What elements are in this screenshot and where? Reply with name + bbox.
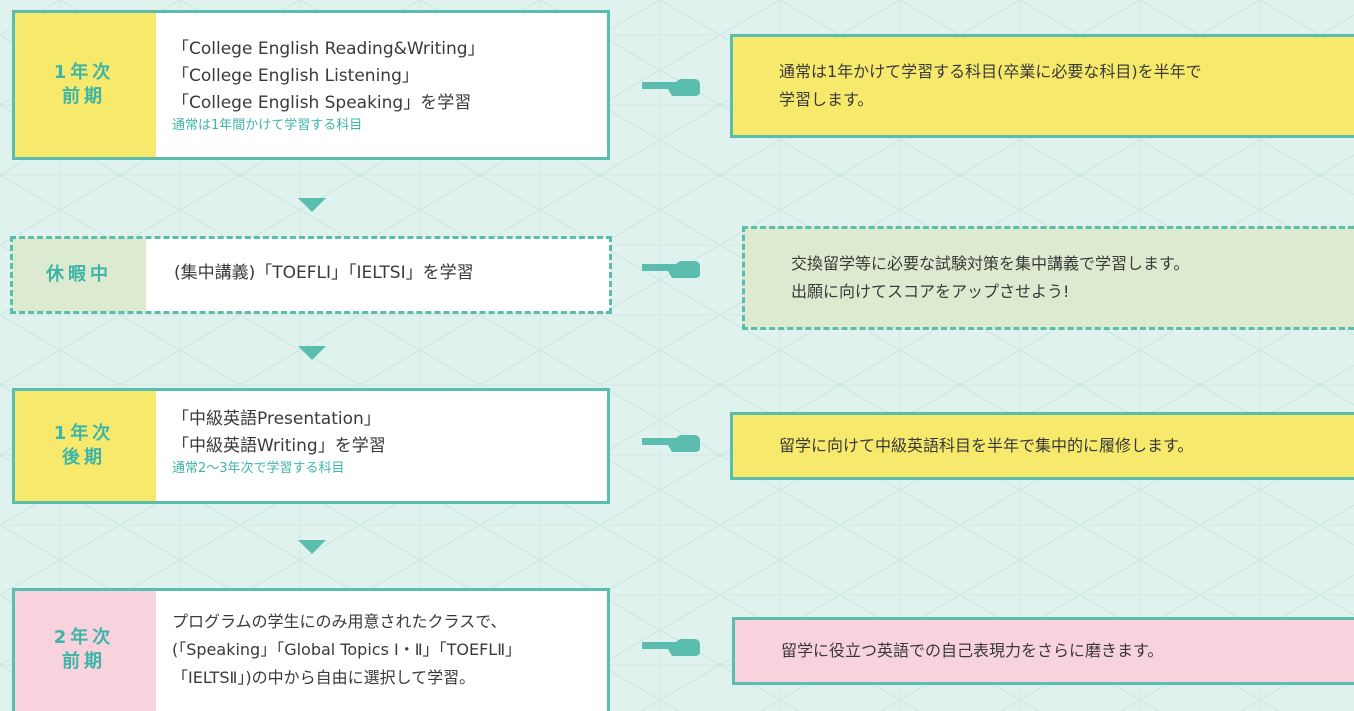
stage-1-line-1: 「College English Reading&Writing」: [172, 39, 485, 59]
stage-1-term: 前期: [62, 86, 106, 107]
stage-3-result: 留学に向けて中級英語科目を半年で集中的に履修します。: [730, 412, 1354, 480]
stage-3-line-1: 「中級英語Presentation」: [172, 409, 381, 429]
stage-1-result-line-1: 通常は1年かけて学習する科目(卒業に必要な科目)を半年で: [779, 62, 1202, 81]
stage-4-result-line-1: 留学に役立つ英語での自己表現力をさらに磨きます。: [781, 641, 1164, 660]
stage-4-label: 2年次 前期: [12, 588, 156, 711]
stage-1-result: 通常は1年かけて学習する科目(卒業に必要な科目)を半年で 学習します。: [730, 34, 1354, 138]
stage-3-note: 通常2〜3年次で学習する科目: [172, 461, 345, 476]
stage-2-detail: (集中講義)「TOEFLI」「IELTSI」を学習: [146, 238, 610, 312]
stage-3-label: 1年次 後期: [12, 388, 156, 504]
stage-4-term: 前期: [62, 650, 106, 672]
down-triangle-icon: [298, 346, 326, 360]
stage-1-label: 1年次 前期: [12, 10, 156, 160]
stage-3-detail: 「中級英語Presentation」 「中級英語Writing」を学習 通常2〜…: [156, 388, 610, 504]
stage-2-label: 休暇中: [12, 238, 146, 312]
stage-2-period: 休暇中: [46, 264, 112, 285]
stage-4-frame: [12, 588, 610, 711]
stage-4-detail: プログラムの学生にのみ用意されたクラスで、 (「Speaking」「Global…: [156, 588, 610, 711]
stage-2-line-1: (集中講義)「TOEFLI」「IELTSI」を学習: [174, 263, 474, 283]
stage-4-year: 2年次: [53, 626, 115, 648]
stage-1-year: 1年次: [53, 62, 115, 83]
stage-2-result-line-1: 交換留学等に必要な試験対策を集中講義で学習します。: [791, 254, 1190, 273]
stage-3-result-line-1: 留学に向けて中級英語科目を半年で集中的に履修します。: [779, 436, 1194, 455]
stage-2-frame: [10, 236, 612, 314]
stage-4-result: 留学に役立つ英語での自己表現力をさらに磨きます。: [732, 617, 1354, 685]
stage-1-detail: 「College English Reading&Writing」 「Colle…: [156, 10, 610, 160]
stage-4-line-1: プログラムの学生にのみ用意されたクラスで、: [172, 612, 507, 631]
down-triangle-icon: [298, 540, 326, 554]
stage-1-line-2: 「College English Listening」: [172, 66, 419, 86]
stage-2-result: 交換留学等に必要な試験対策を集中講義で学習します。 出願に向けてスコアをアップさ…: [742, 226, 1354, 330]
stage-3-year: 1年次: [53, 423, 115, 444]
pointing-hand-icon: [642, 639, 700, 656]
pointing-hand-icon: [642, 435, 700, 452]
stage-1-line-3: 「College English Speaking」を学習: [172, 93, 472, 113]
stage-3-frame: [12, 388, 610, 504]
pointing-hand-icon: [642, 261, 700, 278]
stage-4-line-3: 「IELTSⅡ」)の中から自由に選択して学習。: [172, 668, 476, 687]
stage-4-line-2: (「Speaking」「Global Topics I・Ⅱ」「TOEFLⅡ」: [172, 640, 522, 659]
stage-1-note: 通常は1年間かけて学習する科目: [172, 118, 363, 133]
stage-3-term: 後期: [62, 447, 106, 468]
stage-1-frame: [12, 10, 610, 160]
stage-2-result-line-2: 出願に向けてスコアをアップさせよう!: [791, 282, 1070, 301]
pointing-hand-icon: [642, 79, 700, 96]
stage-3-line-2: 「中級英語Writing」を学習: [172, 436, 386, 456]
stage-1-result-line-2: 学習します。: [779, 90, 874, 109]
down-triangle-icon: [298, 198, 326, 212]
